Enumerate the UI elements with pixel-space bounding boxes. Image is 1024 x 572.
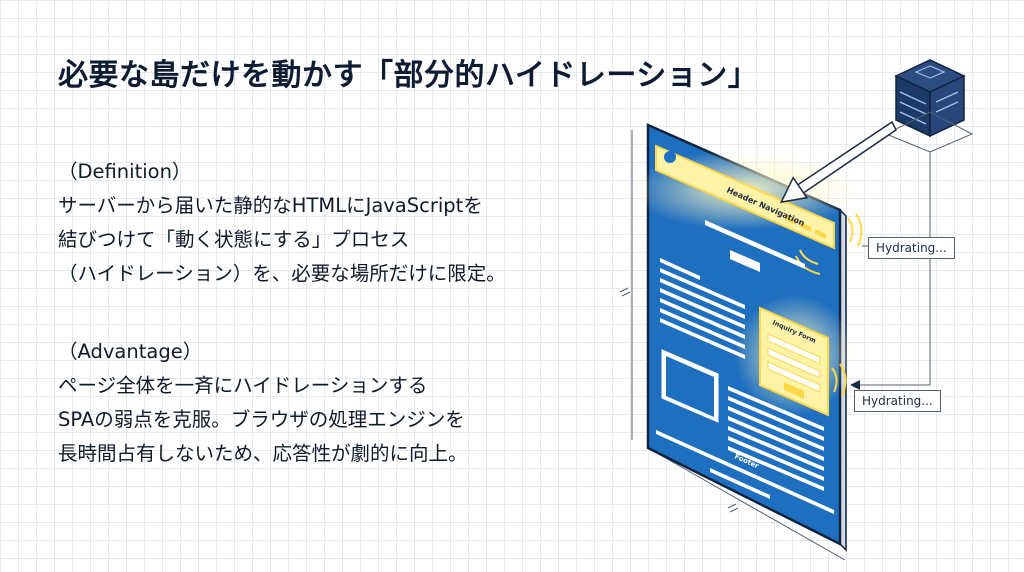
diagram-svg: Header Navigation Inquiry Form <box>619 59 974 560</box>
dimension-lines <box>619 130 846 560</box>
advantage-line: ページ全体を一斉にハイドレーションする <box>58 374 428 397</box>
form-submit-button <box>784 382 804 399</box>
hydrating-label: Hydrating... <box>868 237 955 259</box>
header-logo-icon <box>664 151 676 163</box>
header-island <box>655 144 835 250</box>
definition-heading: （Definition） <box>58 160 192 183</box>
hero-text <box>705 220 805 272</box>
advantage-line: SPAの弱点を克服。ブラウザの処理エンジンを <box>58 408 465 431</box>
content-text-lines <box>660 258 745 359</box>
footer-bar <box>656 430 834 514</box>
page-title: 必要な島だけを動かす「部分的ハイドレーション」 <box>58 58 759 93</box>
server-base <box>884 111 974 153</box>
definition-line: サーバーから届いた静的なHTMLにJavaScriptを <box>58 194 483 217</box>
header-nav-items <box>785 215 826 239</box>
definition-line: （ハイドレーション）を、必要な場所だけに限定。 <box>58 262 506 285</box>
server-icon <box>894 59 966 138</box>
form-hydrate-waves <box>831 363 847 397</box>
advantage-section: （Advantage） ページ全体を一斉にハイドレーションする SPAの弱点を克… <box>58 335 468 471</box>
partial-hydration-diagram: Header Navigation Inquiry Form <box>600 50 1010 560</box>
connector-lines <box>850 152 931 390</box>
advantage-heading: （Advantage） <box>58 340 203 363</box>
lower-text-lines <box>728 386 824 491</box>
definition-line: 結びつけて「動く状態にする」プロセス <box>58 228 410 251</box>
server-to-header-arrow <box>779 120 897 204</box>
form-fields <box>767 333 821 393</box>
hydrating-label: Hydrating... <box>854 390 941 412</box>
definition-section: （Definition） サーバーから届いた静的なHTMLにJavaScript… <box>58 155 506 291</box>
advantage-line: 長時間占有しないため、応答性が劇的に向上。 <box>58 442 468 465</box>
